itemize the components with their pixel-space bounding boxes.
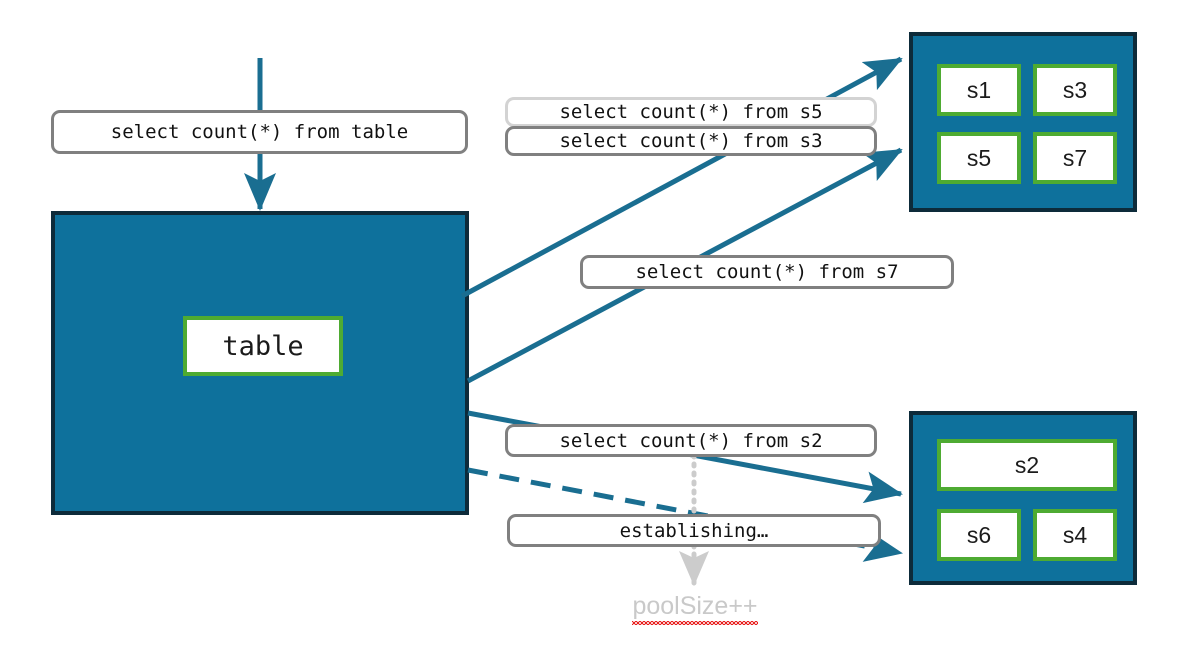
query-label-s3[interactable]: select count(*) from s3 [505,126,877,156]
query-label-s2[interactable]: select count(*) from s2 [505,424,877,457]
server-cell-s2[interactable]: s2 [937,439,1117,491]
server-cell-s6[interactable]: s6 [937,509,1021,561]
table-cell[interactable]: table [183,316,343,376]
server-cell-s4[interactable]: s4 [1033,509,1117,561]
poolsize-annotation-text: poolSize++ [632,592,758,625]
poolsize-annotation: poolSize++ [600,592,790,625]
table-pool: table [51,211,469,515]
server-cell-s5[interactable]: s5 [937,132,1021,184]
query-label-s7[interactable]: select count(*) from s7 [580,255,954,289]
server-cell-s3[interactable]: s3 [1033,64,1117,116]
status-label-establishing[interactable]: establishing… [507,514,881,547]
server-pool-top: s1 s3 s5 s7 [909,32,1137,212]
server-cell-s7[interactable]: s7 [1033,132,1117,184]
query-label-table[interactable]: select count(*) from table [51,110,468,154]
server-pool-bottom: s2 s6 s4 [909,411,1137,585]
query-label-s5[interactable]: select count(*) from s5 [505,97,877,127]
server-cell-s1[interactable]: s1 [937,64,1021,116]
